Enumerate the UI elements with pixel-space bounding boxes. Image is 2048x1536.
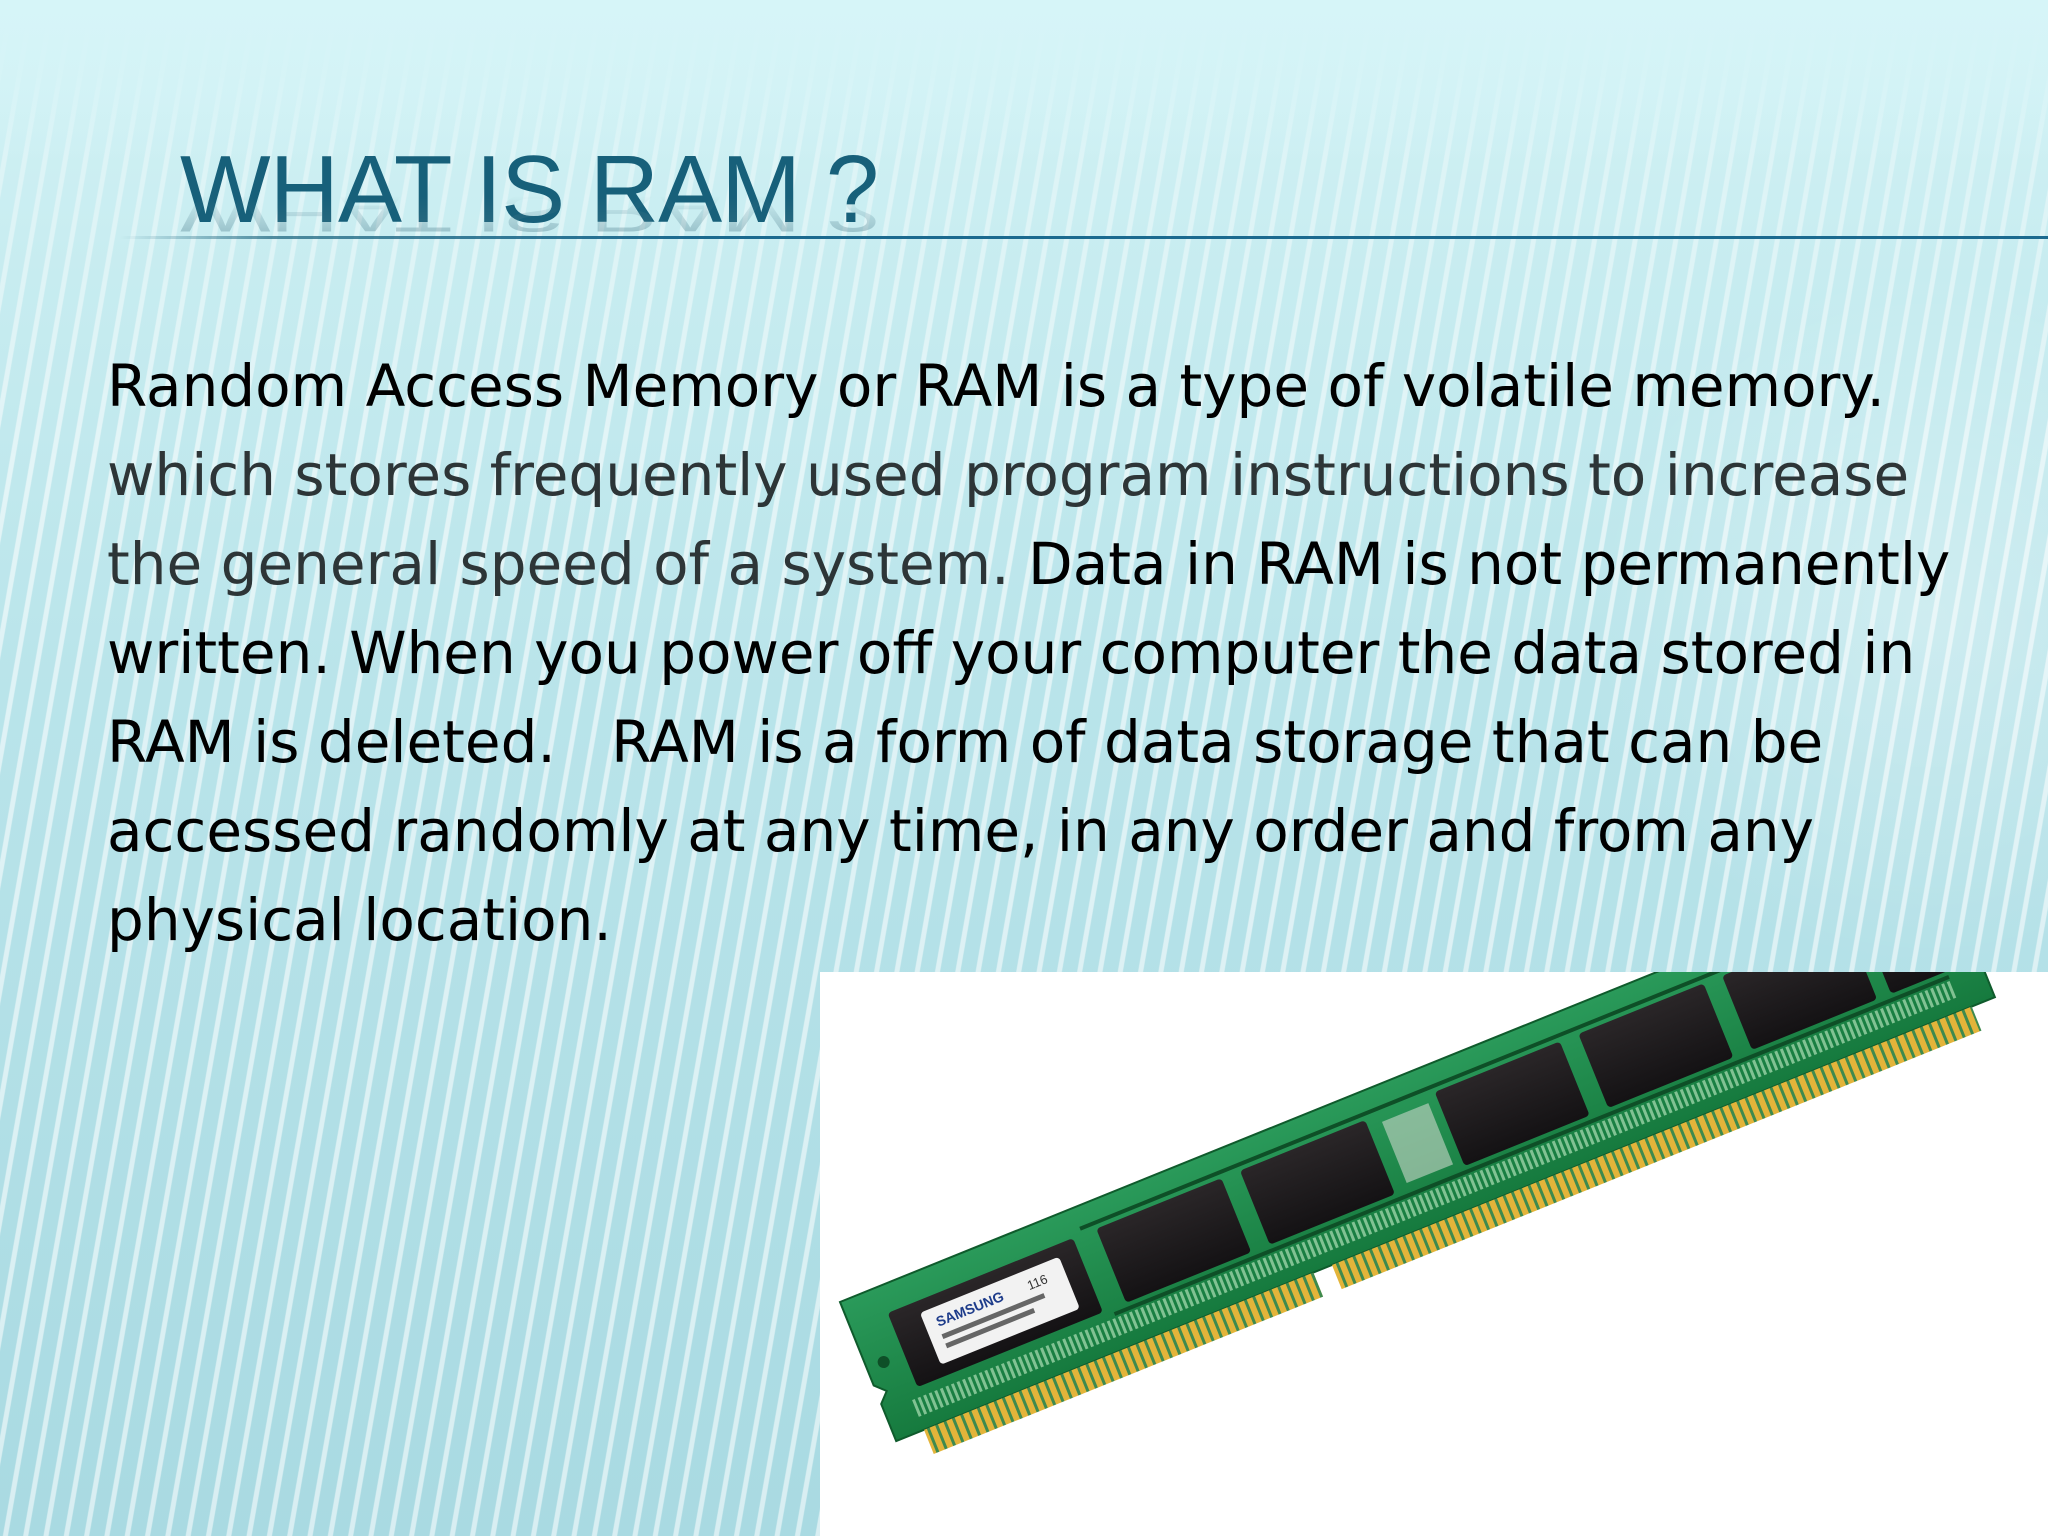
paragraph-part-4: RAM is a form of data storage that can b… (107, 708, 1824, 954)
memory-chip (1097, 1179, 1251, 1302)
background-top-fade (0, 0, 2048, 160)
slide-title: WHAT IS RAM ? (180, 136, 879, 243)
ram-module-illustration: SAMSUNG 116 (838, 972, 1997, 1454)
gold-pins (1331, 1006, 1982, 1290)
memory-chip (1241, 1121, 1394, 1244)
paragraph-part-1: Random Access Memory or RAM is a type of… (107, 352, 1885, 420)
body-paragraph: Random Access Memory or RAM is a type of… (107, 342, 1967, 965)
circuit-traces (912, 980, 1958, 1417)
memory-chip (1435, 1042, 1589, 1165)
slide-title-reflection: WHAT IS RAM ? (180, 183, 879, 243)
paragraph-part-3: Data in RAM is not permanently written. … (107, 530, 1951, 776)
paragraph-part-2: which stores frequently used program ins… (107, 441, 1910, 598)
ram-module-photo: SAMSUNG 116 (820, 972, 2048, 1536)
slide-title-wrap: WHAT IS RAM ? WHAT IS RAM ? (180, 136, 879, 250)
title-underline-rule (120, 236, 2048, 239)
gold-pins (924, 1272, 1324, 1454)
memory-chip (1723, 972, 1876, 1049)
chip-label-code: 116 (1025, 1271, 1050, 1293)
memory-chip (1579, 984, 1733, 1107)
